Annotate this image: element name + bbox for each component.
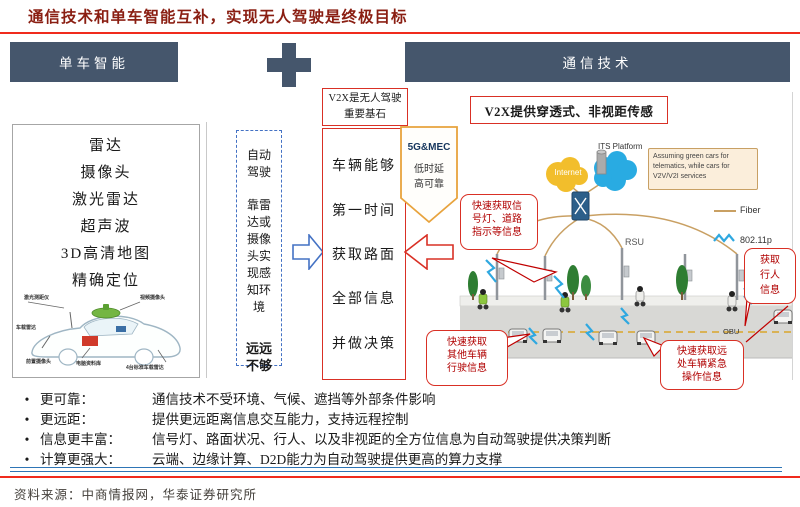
not-enough-line1: 自动驾驶 bbox=[246, 148, 271, 179]
car-label-camera: 视频摄像头 bbox=[140, 295, 166, 301]
page-title: 通信技术和单车智能互补，实现无人驾驶是终极目标 bbox=[28, 9, 408, 26]
bullet-label: 计算更强大： bbox=[40, 452, 121, 467]
bottom-rule bbox=[0, 476, 800, 478]
sensor-item: 激光雷达 bbox=[71, 192, 140, 208]
title-rule bbox=[0, 32, 800, 34]
arrow-left-icon bbox=[404, 234, 454, 270]
sensor-item: 3D高清地图 bbox=[60, 246, 152, 262]
bullet-row: • 信息更丰富： 信号灯、路面状况、行人、以及非视距的全方位信息为自动驾驶提供决… bbox=[14, 430, 792, 450]
bullet-label: 信息更丰富： bbox=[40, 432, 121, 447]
obu-label: OBU bbox=[723, 327, 740, 336]
source-note: 资料来源：中商情报网，华泰证券研究所 bbox=[14, 488, 258, 502]
car-label-four-radar: 4台标准车载雷达 bbox=[126, 365, 164, 371]
bullet-row: • 更远距： 提供更远距离信息交互能力，支持远程控制 bbox=[14, 410, 792, 430]
blue-underline bbox=[10, 467, 782, 472]
decision-line: 全部信息 bbox=[332, 292, 396, 308]
bullet-text: 提供更远距离信息交互能力，支持远程控制 bbox=[152, 412, 409, 427]
bullet-text: 信号灯、路面状况、行人、以及非视距的全方位信息为自动驾驶提供决策判断 bbox=[152, 432, 611, 447]
diagram-title-box: V2X提供穿透式、非视距传感 bbox=[470, 96, 668, 124]
diagram-title: V2X提供穿透式、非视距传感 bbox=[484, 104, 654, 119]
rsu-poles bbox=[495, 248, 745, 300]
5g-mec-title: 5G&MEC bbox=[407, 142, 451, 153]
bullet-text: 通信技术不受环境、气候、遮挡等外部条件影响 bbox=[152, 392, 436, 407]
riders bbox=[477, 286, 738, 313]
sensor-item: 雷达 bbox=[88, 138, 123, 154]
bullet-icon: • bbox=[24, 412, 30, 427]
bullet-text: 云端、边缘计算、D2D能力为自动驾驶提供更高的算力支撑 bbox=[152, 452, 503, 467]
bullet-icon: • bbox=[24, 392, 30, 407]
car-label-front-camera: 前置摄像头 bbox=[26, 359, 52, 365]
its-server-icon bbox=[596, 149, 607, 175]
decision-line: 车辆能够 bbox=[332, 159, 396, 175]
sensor-item: 超声波 bbox=[80, 219, 132, 235]
legend-fiber-label: Fiber bbox=[740, 205, 761, 215]
bubble-pedestrian-info: 获取行人信息 bbox=[744, 248, 796, 304]
bullet-icon: • bbox=[24, 432, 30, 447]
5g-mec-body: 低时延高可靠 bbox=[414, 164, 444, 190]
sensor-item: 摄像头 bbox=[80, 165, 132, 181]
bubble-signal-info: 快速获取信号灯、道路指示等信息 bbox=[460, 194, 538, 250]
not-enough-line3: 远远不够 bbox=[245, 341, 272, 373]
decision-line: 并做决策 bbox=[332, 336, 396, 352]
internet-cloud bbox=[546, 157, 588, 192]
assumption-note: Assuming green cars for telematics, whil… bbox=[648, 148, 758, 190]
vehicle-decision-box: 车辆能够 第一时间 获取路面 全部信息 并做决策 bbox=[322, 128, 406, 380]
vertical-divider bbox=[206, 122, 207, 378]
internet-label: Internet bbox=[554, 168, 582, 177]
its-platform-label: ITS Platform bbox=[598, 142, 643, 151]
car-label-laser: 激光测距仪 bbox=[24, 295, 50, 301]
trees bbox=[468, 265, 688, 300]
switch-icon bbox=[571, 191, 590, 221]
autonomous-car-illustration bbox=[27, 301, 181, 366]
not-enough-line2: 靠雷达或摄像头实现感知环境 bbox=[246, 198, 271, 314]
bullet-row: • 更可靠： 通信技术不受环境、气候、遮挡等外部条件影响 bbox=[14, 390, 792, 410]
header-single-vehicle: 单车智能 bbox=[10, 42, 178, 82]
header-single-vehicle-label: 单车智能 bbox=[59, 56, 129, 71]
arrow-right-icon bbox=[292, 234, 324, 270]
bubble-far-vehicles: 快速获取远处车辆紧急操作信息 bbox=[660, 340, 744, 390]
decision-line: 第一时间 bbox=[332, 203, 396, 219]
legend-wireless-label: 802.11p bbox=[740, 235, 772, 245]
sensor-item: 精确定位 bbox=[71, 273, 140, 289]
v2x-cornerstone-text: V2X是无人驾驶重要基石 bbox=[328, 93, 402, 120]
v2x-cornerstone-note: V2X是无人驾驶重要基石 bbox=[322, 88, 408, 126]
bullet-label: 更可靠： bbox=[40, 392, 94, 407]
decision-line: 获取路面 bbox=[332, 247, 396, 263]
bubble-other-vehicles: 快速获取其他车辆行驶信息 bbox=[426, 330, 508, 386]
rsu-label: RSU bbox=[625, 237, 645, 247]
bullet-row: • 计算更强大： 云端、边缘计算、D2D能力为自动驾驶提供更高的算力支撑 bbox=[14, 450, 792, 470]
header-communication-label: 通信技术 bbox=[562, 56, 633, 71]
legend-marks bbox=[713, 210, 736, 243]
header-communication: 通信技术 bbox=[405, 42, 790, 82]
diagram-right-edge bbox=[792, 92, 793, 380]
not-enough-note: 自动驾驶 靠雷达或摄像头实现感知环境 远远不够 bbox=[236, 130, 282, 373]
plus-icon bbox=[267, 43, 311, 87]
5g-mec-pennant bbox=[400, 126, 458, 224]
bullet-label: 更远距： bbox=[40, 412, 94, 427]
bullet-list: • 更可靠： 通信技术不受环境、气候、遮挡等外部条件影响 • 更远距： 提供更远… bbox=[14, 390, 792, 470]
car-label-computer: 电脑资料库 bbox=[76, 361, 102, 367]
bullet-icon: • bbox=[24, 452, 30, 467]
car-label-radar: 车载雷达 bbox=[16, 325, 37, 331]
